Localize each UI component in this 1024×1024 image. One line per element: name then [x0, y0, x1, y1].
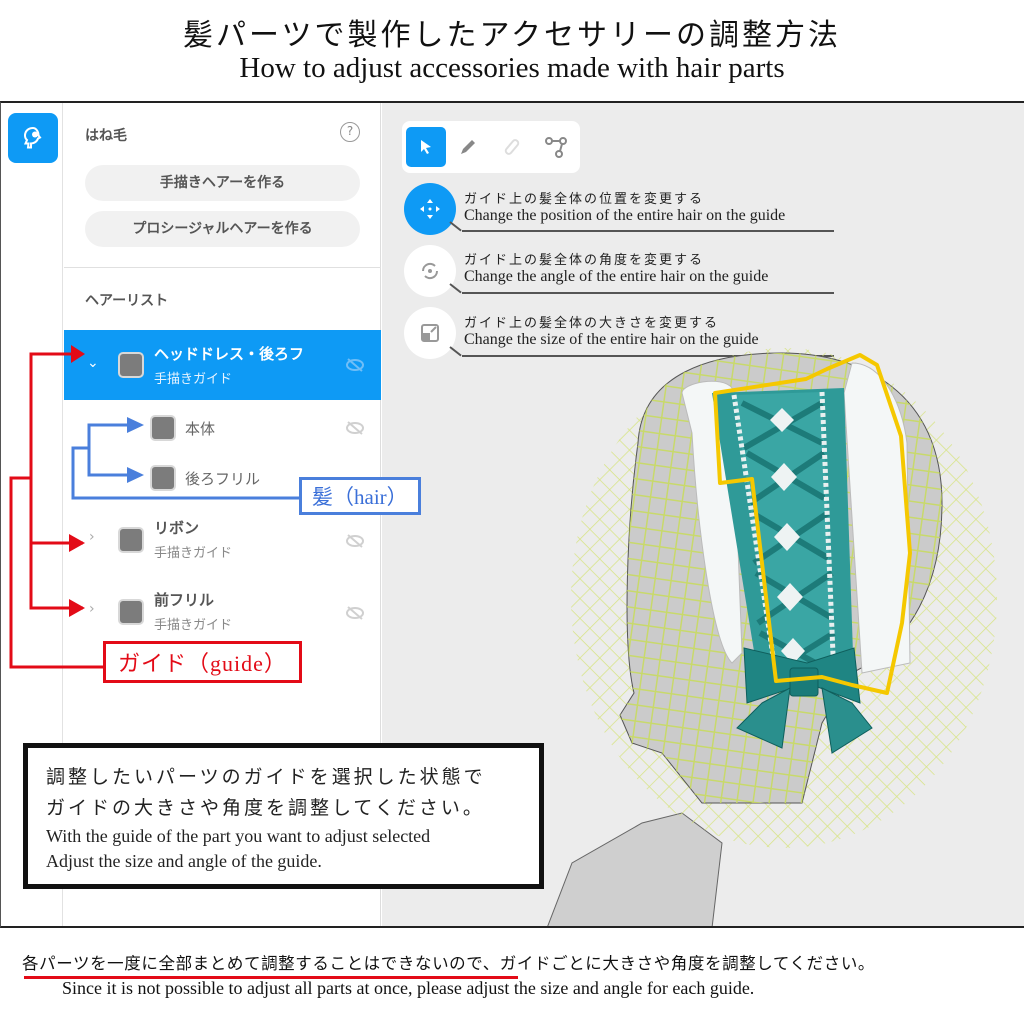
scale-guide-button[interactable]	[404, 307, 456, 359]
eye-hidden-icon[interactable]	[345, 605, 365, 621]
color-swatch[interactable]	[118, 527, 144, 553]
chevron-right-icon[interactable]: ›	[89, 529, 95, 545]
hair-list-item-ribbon[interactable]: › リボン 手描きガイド	[64, 511, 381, 571]
leader-line	[462, 355, 834, 357]
divider	[64, 267, 381, 268]
footer-note-en: Since it is not possible to adjust all p…	[62, 978, 755, 998]
note-ja-line1: 調整したいパーツのガイドを選択した状態で	[46, 766, 486, 788]
pen-tool-button[interactable]	[448, 127, 488, 167]
create-hand-drawn-hair-button[interactable]: 手描きヘアーを作る	[85, 165, 360, 201]
hair-callout-label: 髪（hair）	[299, 477, 421, 515]
op-move-ja: ガイド上の髪全体の位置を変更する	[464, 192, 705, 207]
move-guide-button[interactable]	[404, 183, 456, 235]
hair-head-icon	[23, 126, 42, 149]
leader-line	[449, 346, 462, 357]
hair-list-title: ヘアーリスト	[85, 293, 169, 309]
op-rotate-ja: ガイド上の髪全体の角度を変更する	[464, 253, 705, 268]
path-tool-button[interactable]	[536, 127, 576, 167]
app-screenshot: はね毛 ? 手描きヘアーを作る プロシージャルヘアーを作る ヘアーリスト ⌄ ヘ…	[0, 101, 1024, 928]
panel-title: はね毛	[85, 128, 127, 144]
eraser-tool-button[interactable]	[492, 127, 532, 167]
eraser-icon	[504, 139, 520, 155]
leader-line	[462, 230, 834, 232]
scale-icon	[421, 324, 439, 342]
footer-underline	[24, 976, 518, 979]
move-arrows-icon	[420, 199, 440, 219]
leader-line	[449, 221, 462, 232]
chevron-down-icon[interactable]: ⌄	[87, 355, 99, 371]
item-name: リボン	[154, 519, 200, 537]
child-name: 後ろフリル	[185, 470, 261, 488]
create-procedural-hair-button[interactable]: プロシージャルヘアーを作る	[85, 211, 360, 247]
op-scale-en: Change the size of the entire hair on th…	[464, 331, 759, 348]
eye-hidden-icon[interactable]	[345, 420, 365, 436]
select-tool-button[interactable]	[406, 127, 446, 167]
item-name: ヘッドドレス・後ろフ	[154, 345, 305, 363]
eye-hidden-icon[interactable]	[345, 357, 365, 373]
hair-list-item-front-frill[interactable]: › 前フリル 手描きガイド	[64, 583, 381, 643]
item-type: 手描きガイド	[154, 546, 233, 561]
op-rotate-en: Change the angle of the entire hair on t…	[464, 268, 769, 285]
note-en-line2: Adjust the size and angle of the guide.	[46, 851, 322, 871]
op-scale-ja: ガイド上の髪全体の大きさを変更する	[464, 316, 720, 331]
leader-line	[462, 292, 834, 294]
color-swatch[interactable]	[118, 352, 144, 378]
item-type: 手描きガイド	[154, 372, 233, 387]
note-ja-line2: ガイドの大きさや角度を調整してください。	[46, 797, 485, 819]
item-name: 前フリル	[154, 591, 215, 609]
hair-list-item-headdress[interactable]: ⌄ ヘッドドレス・後ろフ 手描きガイド	[64, 330, 381, 400]
color-swatch[interactable]	[150, 465, 176, 491]
page-title-en: How to adjust accessories made with hair…	[239, 52, 785, 84]
page-title-ja: 髪パーツで製作したアクセサリーの調整方法	[183, 18, 841, 53]
guide-callout-label: ガイド（guide）	[103, 641, 302, 683]
guide-outline	[713, 353, 912, 695]
child-name: 本体	[185, 420, 216, 438]
pencil-icon	[461, 140, 475, 154]
footer-note-ja: 各パーツを一度に全部まとめて調整することはできないので、ガイドごとに大きさや角度…	[22, 954, 876, 973]
item-type: 手描きガイド	[154, 618, 233, 633]
eye-hidden-icon[interactable]	[345, 533, 365, 549]
color-swatch[interactable]	[150, 415, 176, 441]
op-move-en: Change the position of the entire hair o…	[464, 207, 786, 224]
hair-tool-button[interactable]	[8, 113, 58, 163]
drawing-toolbar	[402, 121, 580, 173]
color-swatch[interactable]	[118, 599, 144, 625]
rotate-guide-button[interactable]	[404, 245, 456, 297]
help-icon[interactable]: ?	[340, 122, 360, 142]
hair-list-child-body[interactable]: 本体	[64, 405, 381, 451]
chevron-right-icon[interactable]: ›	[89, 601, 95, 617]
note-en-line1: With the guide of the part you want to a…	[46, 826, 431, 846]
leader-line	[449, 283, 462, 294]
rotate-icon	[421, 262, 439, 280]
node-path-icon	[545, 137, 567, 158]
instruction-note: 調整したいパーツのガイドを選択した状態で ガイドの大きさや角度を調整してください…	[23, 743, 544, 889]
cursor-icon	[421, 140, 431, 154]
